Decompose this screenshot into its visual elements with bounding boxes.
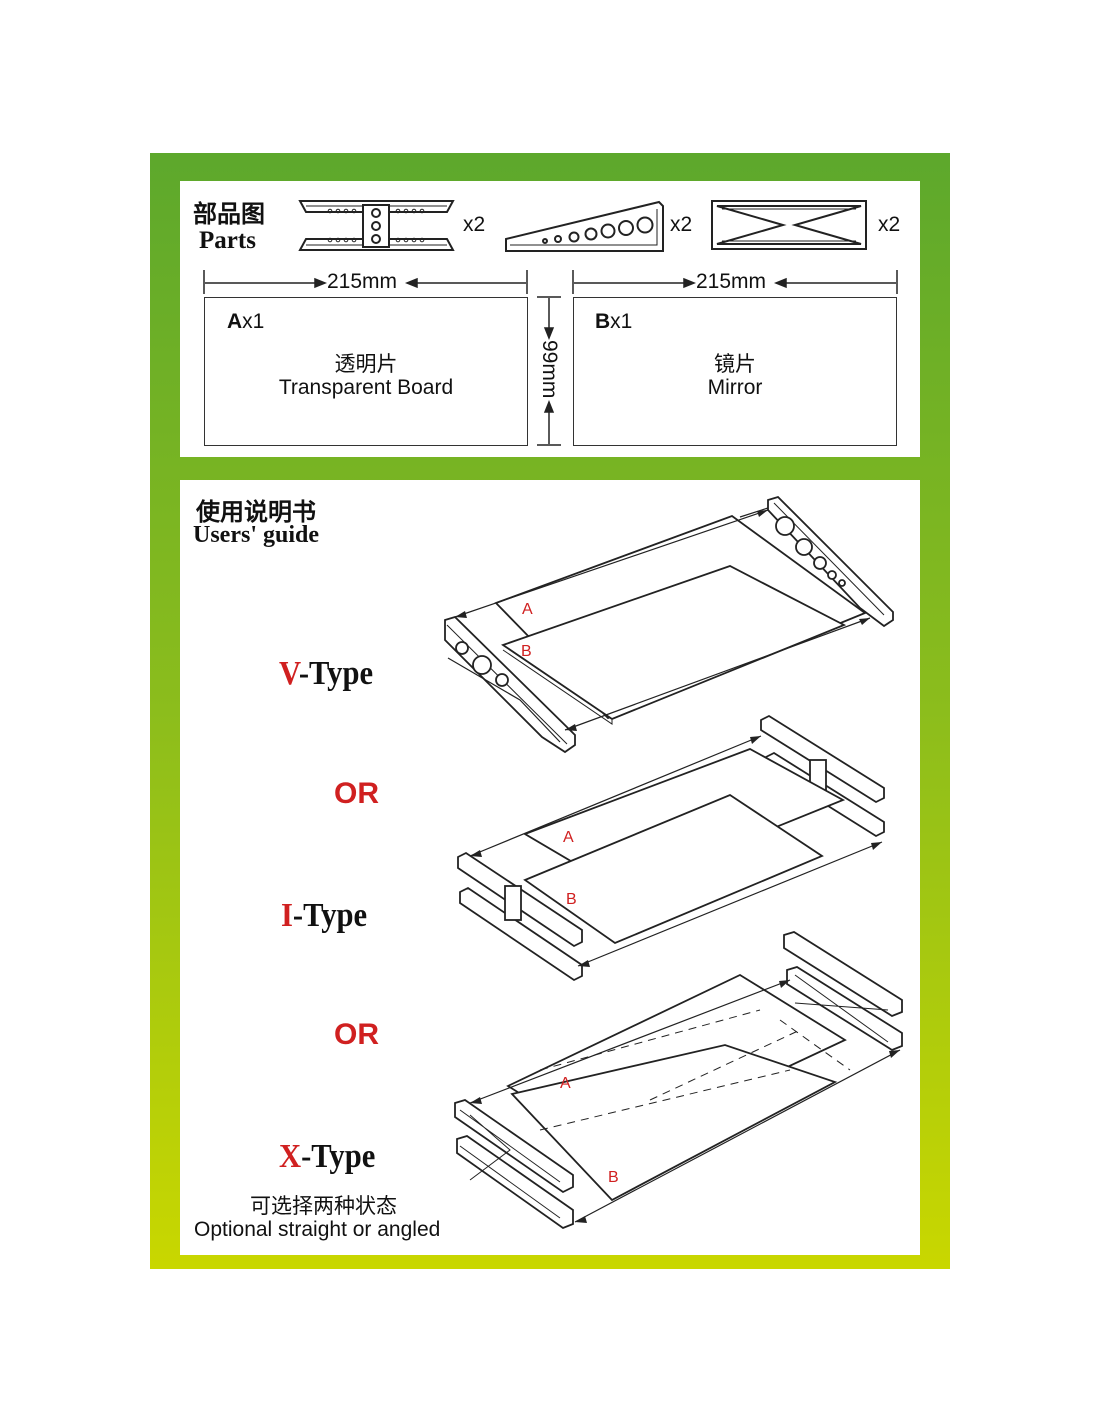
x-type-letter: X bbox=[279, 1138, 302, 1175]
parts-title-cn: 部品图 bbox=[193, 199, 265, 228]
board-a-width: 215mm bbox=[327, 270, 398, 293]
board-a-name-en: Transparent Board bbox=[278, 376, 454, 399]
part-1-count: x2 bbox=[463, 213, 486, 236]
board-a-label: Ax1 bbox=[227, 310, 264, 334]
note-cn: 可选择两种状态 bbox=[250, 1195, 397, 1218]
or-label-1: OR bbox=[334, 777, 379, 810]
board-a-letter: A bbox=[227, 310, 243, 333]
board-b-letter: B bbox=[595, 310, 611, 333]
i-type-suffix: -Type bbox=[292, 897, 368, 934]
board-b-width: 215mm bbox=[696, 270, 767, 293]
i-type-label: I-Type bbox=[281, 897, 367, 935]
board-b-label: Bx1 bbox=[595, 310, 632, 334]
note-en: Optional straight or angled bbox=[194, 1218, 441, 1241]
board-b-name-en: Mirror bbox=[707, 376, 763, 399]
or-label-2: OR bbox=[334, 1018, 379, 1051]
guide-title-en: Users' guide bbox=[193, 522, 319, 548]
v-type-suffix: -Type bbox=[298, 655, 374, 692]
i-type-letter: I bbox=[281, 897, 293, 934]
board-a-drawing bbox=[204, 297, 528, 446]
parts-title-en: Parts bbox=[199, 227, 256, 254]
board-b-name-cn: 镜片 bbox=[714, 353, 756, 376]
x-type-suffix: -Type bbox=[301, 1138, 376, 1175]
board-height: 99mm bbox=[538, 340, 561, 399]
v-type-letter: V bbox=[279, 655, 299, 692]
board-b-qty: x1 bbox=[610, 310, 633, 333]
board-a-name-cn: 透明片 bbox=[334, 353, 398, 376]
x-type-label: X-Type bbox=[279, 1138, 375, 1176]
part-2-count: x2 bbox=[670, 213, 693, 236]
part-3-count: x2 bbox=[878, 213, 901, 236]
board-a-qty: x1 bbox=[242, 310, 265, 333]
v-type-label: V-Type bbox=[279, 655, 373, 693]
guide-title-cn: 使用说明书 bbox=[196, 497, 316, 526]
board-b-drawing bbox=[573, 297, 897, 446]
